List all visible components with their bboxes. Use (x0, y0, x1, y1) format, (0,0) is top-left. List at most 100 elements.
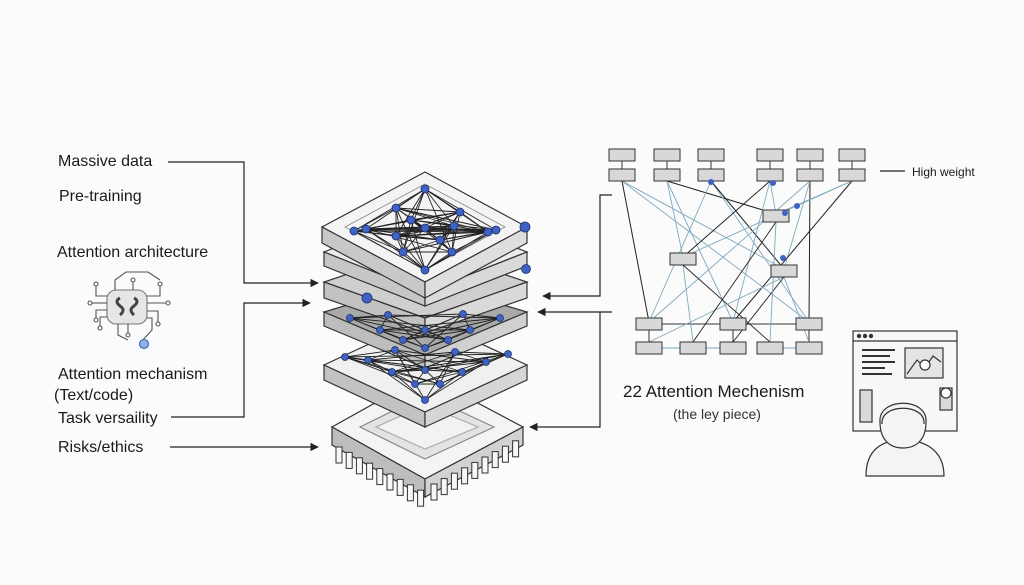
network-node (496, 314, 504, 322)
network-edge (353, 230, 404, 253)
attention-line (783, 276, 810, 343)
connector-attention-top (542, 194, 612, 301)
network-edge (353, 230, 426, 271)
chip-pin (481, 456, 489, 474)
network-edge (353, 207, 397, 232)
attention-box-low (635, 317, 663, 331)
attention-box-low (719, 317, 747, 331)
network-node (458, 368, 466, 376)
network-edge (394, 349, 426, 401)
network-node (398, 247, 408, 257)
network-node (455, 207, 465, 217)
chip-pin (345, 451, 353, 469)
network-node (483, 227, 493, 237)
attention-line (621, 180, 810, 323)
chip-pin (512, 440, 520, 458)
network-node (504, 350, 512, 358)
attention-line (682, 264, 771, 343)
chip-pin (386, 473, 394, 491)
label-attention-architecture: Attention architecture (57, 244, 209, 261)
chip-base (330, 374, 525, 507)
mid-layer-network (346, 310, 504, 352)
network-node (421, 366, 429, 374)
network-node (466, 326, 474, 334)
attention-line (648, 180, 811, 323)
chip-pin (396, 478, 404, 496)
attention-weight-dot (708, 179, 714, 185)
attention-box-top (608, 148, 636, 162)
label-risks-ethics: Risks/ethics (58, 439, 144, 456)
attention-line (621, 180, 785, 270)
network-edge (402, 219, 412, 253)
attention-box (608, 168, 636, 182)
chip-pin (366, 462, 374, 480)
network-node (388, 368, 396, 376)
chip-pin (335, 446, 343, 464)
network-edge (402, 329, 426, 341)
attention-line (783, 180, 811, 270)
layer-stack (320, 171, 531, 507)
network-node (406, 215, 416, 225)
caption-subtitle: (the ley piece) (673, 406, 761, 422)
network-edge (367, 359, 426, 401)
network-edge (424, 351, 456, 401)
network-node (521, 264, 531, 274)
network-node (384, 311, 392, 319)
network-node (391, 231, 401, 241)
attention-boxes (608, 148, 866, 355)
attention-box (756, 168, 784, 182)
network-node (421, 396, 429, 404)
network-edge (344, 356, 426, 371)
network-node (361, 224, 371, 234)
network-edge (395, 207, 426, 271)
chip-pins (335, 440, 520, 507)
network-edge (410, 219, 453, 253)
attention-line (710, 180, 785, 270)
network-node (519, 221, 531, 233)
chip-pin (440, 478, 448, 496)
attention-box-top (756, 148, 784, 162)
chip-pin (461, 467, 469, 485)
network-edge (454, 351, 509, 355)
connector-attention-mechanism (171, 298, 311, 418)
right-connectors (529, 194, 612, 432)
network-edge (410, 219, 455, 227)
network-node (391, 203, 401, 213)
network-node (341, 353, 349, 361)
network-edge (394, 349, 463, 373)
attention-box-top (838, 148, 866, 162)
attention-box-bottom (679, 341, 707, 355)
attention-box-bottom (719, 341, 747, 355)
network-edge (394, 349, 487, 363)
network-edge (395, 235, 441, 241)
attention-weight-dot (794, 203, 800, 209)
network-edge (439, 353, 509, 385)
network-edge (395, 227, 426, 237)
network-node (411, 380, 419, 388)
network-edge (469, 317, 501, 331)
network-edge (395, 211, 461, 237)
label-massive-data: Massive data (58, 153, 153, 170)
attention-line (666, 180, 684, 258)
label-pre-training: Pre-training (59, 188, 142, 205)
attention-weight-dot (782, 210, 788, 216)
attention-line (808, 180, 811, 323)
network-edge (402, 251, 426, 271)
network-node (436, 380, 444, 388)
attention-line (682, 264, 694, 343)
connector-attention-low (529, 311, 612, 432)
network-node (364, 356, 372, 364)
network-node (346, 314, 354, 322)
circuit-chip-icon (87, 271, 171, 350)
attention-line (621, 180, 650, 323)
label-high-weight: High weight (912, 165, 975, 179)
network-node (420, 223, 430, 233)
network-edge (395, 207, 404, 253)
network-edge (395, 235, 426, 271)
attention-line (648, 276, 785, 343)
lower-layer-network (341, 346, 512, 404)
network-node (459, 310, 467, 318)
network-node (482, 358, 490, 366)
network-edge (424, 353, 509, 371)
